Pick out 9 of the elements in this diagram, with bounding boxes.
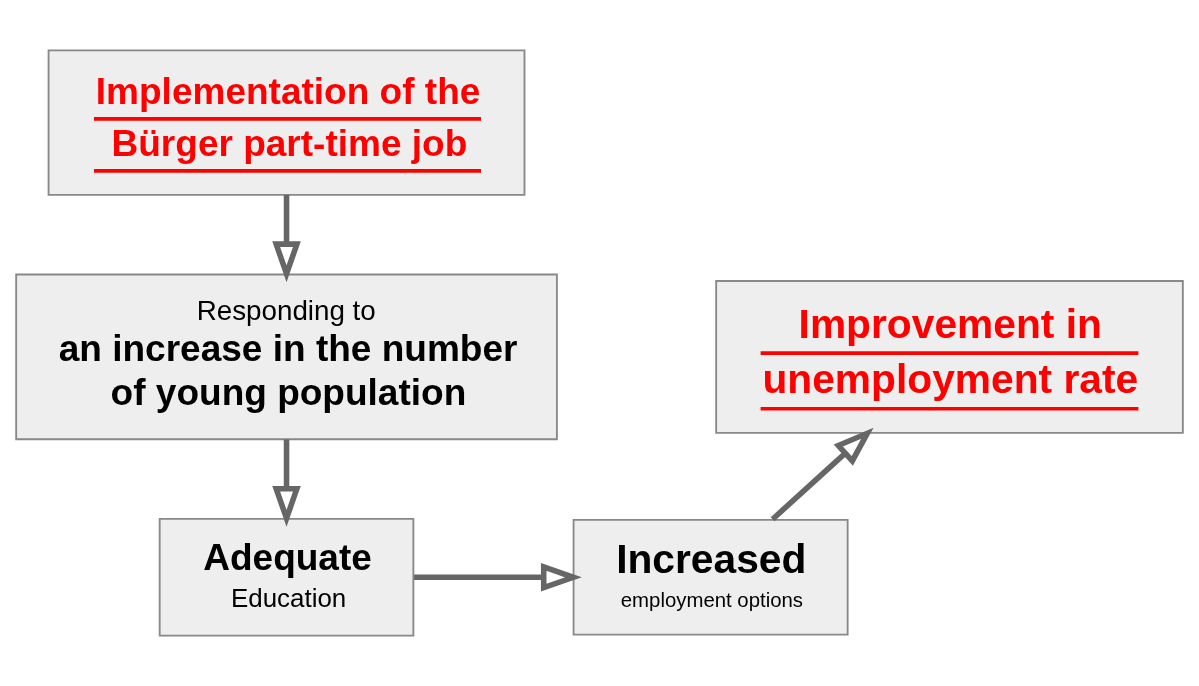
node-box: Responding to an increase in the number of young population — [15, 273, 558, 441]
node-box: Improvement in unemployment rate — [715, 280, 1184, 434]
node-box: Implementation of the Bürger part-time job — [47, 49, 526, 196]
node-box: Adequate Education — [158, 518, 415, 637]
node-box: Increased employment options — [572, 518, 849, 636]
arrow — [770, 427, 874, 522]
arrow — [272, 439, 301, 527]
arrow — [414, 562, 582, 592]
arrow — [272, 194, 301, 283]
